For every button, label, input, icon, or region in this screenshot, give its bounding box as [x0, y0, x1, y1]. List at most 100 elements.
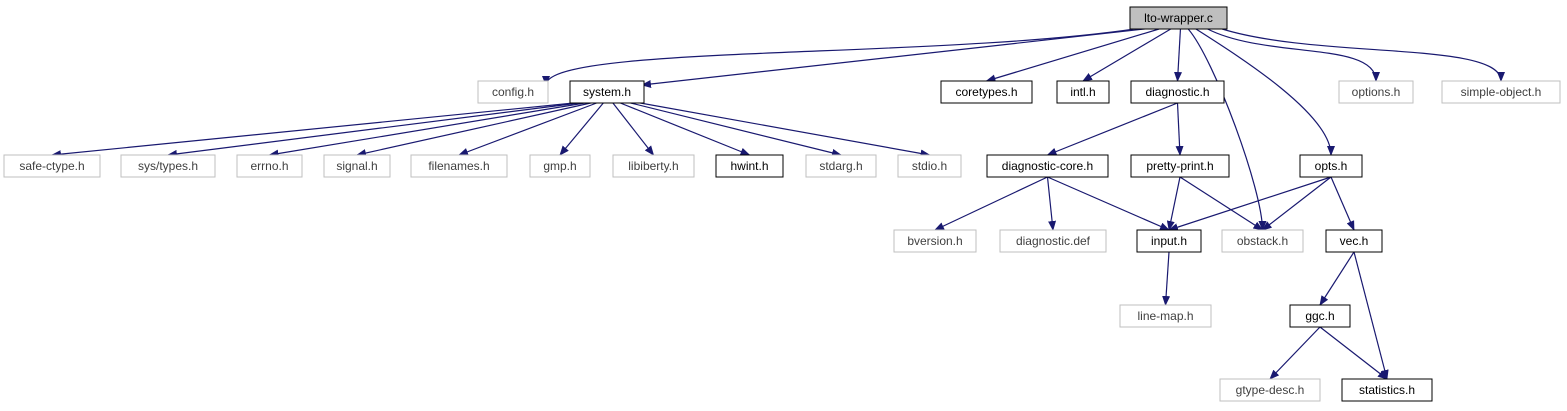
edge-opts-h-to-obstack-h: [1261, 176, 1332, 231]
nodes-layer: lto-wrapper.c config.h system.h coretypes.h…: [3, 6, 1561, 402]
node-system-h[interactable]: system.h: [569, 80, 645, 104]
node-label-ggc-h: ggc.h: [1305, 309, 1334, 323]
node-box-system-h: [569, 80, 645, 104]
node-ggc-h[interactable]: ggc.h: [1289, 304, 1351, 328]
node-box-input-h: [1136, 229, 1202, 253]
edge-system-h-to-filenames-h: [458, 102, 597, 156]
edge-system-h-to-gmp-h: [559, 102, 604, 156]
node-filenames-h: filenames.h: [410, 154, 508, 178]
node-box-stdio-h: [897, 154, 962, 178]
edge-lto-wrapper-c-to-options-h: [1207, 28, 1380, 82]
node-label-coretypes-h: coretypes.h: [955, 85, 1017, 99]
edges-layer: [51, 28, 1505, 380]
node-vec-h[interactable]: vec.h: [1325, 229, 1383, 253]
edge-system-h-to-hwint-h: [620, 102, 751, 156]
edge-system-h-to-stdio-h: [640, 102, 931, 158]
node-statistics-h[interactable]: statistics.h: [1341, 378, 1433, 402]
edge-lto-wrapper-c-to-system-h: [641, 28, 1145, 88]
edge-diagnostic-core-h-to-input-h: [1047, 176, 1170, 231]
node-box-ggc-h: [1289, 304, 1351, 328]
node-diagnostic-def: diagnostic.def: [999, 229, 1107, 253]
edge-ggc-h-to-statistics-h: [1319, 326, 1388, 380]
node-box-libiberty-h: [612, 154, 695, 178]
node-errno-h: errno.h: [236, 154, 303, 178]
node-box-obstack-h: [1221, 229, 1304, 253]
node-label-options-h: options.h: [1352, 85, 1401, 99]
node-box-lto-wrapper-c: [1129, 6, 1228, 30]
node-input-h[interactable]: input.h: [1136, 229, 1202, 253]
node-box-errno-h: [236, 154, 303, 178]
edge-lto-wrapper-c-to-config-h: [542, 28, 1135, 86]
node-label-signal-h: signal.h: [336, 159, 377, 173]
node-label-pretty-print-h: pretty-print.h: [1146, 159, 1213, 173]
node-opts-h[interactable]: opts.h: [1299, 154, 1363, 178]
node-box-intl-h: [1056, 80, 1110, 104]
edge-diagnostic-h-to-pretty-print-h: [1175, 102, 1184, 156]
node-label-statistics-h: statistics.h: [1359, 383, 1415, 397]
edge-input-h-to-line-map-h: [1162, 251, 1171, 306]
node-label-safe-ctype-h: safe-ctype.h: [19, 159, 84, 173]
node-intl-h[interactable]: intl.h: [1056, 80, 1110, 104]
node-box-gtype-desc-h: [1219, 378, 1321, 402]
node-box-diagnostic-h: [1130, 80, 1225, 104]
node-gtype-desc-h: gtype-desc.h: [1219, 378, 1321, 402]
node-label-input-h: input.h: [1151, 234, 1187, 248]
node-label-config-h: config.h: [492, 85, 534, 99]
node-label-gmp-h: gmp.h: [543, 159, 576, 173]
node-label-diagnostic-def: diagnostic.def: [1016, 234, 1091, 248]
node-box-hwint-h: [715, 154, 784, 178]
node-box-vec-h: [1325, 229, 1383, 253]
edge-system-h-to-stdarg-h: [630, 102, 842, 157]
node-line-map-h: line-map.h: [1119, 304, 1212, 328]
edge-system-h-to-signal-h: [356, 102, 591, 157]
node-box-sys-types-h: [120, 154, 216, 178]
edge-diagnostic-core-h-to-bversion-h: [934, 176, 1048, 231]
node-options-h: options.h: [1338, 80, 1414, 104]
node-box-simple-object-h: [1441, 80, 1561, 104]
node-diagnostic-core-h[interactable]: diagnostic-core.h: [986, 154, 1109, 178]
edge-ggc-h-to-gtype-desc-h: [1269, 326, 1321, 380]
node-pretty-print-h[interactable]: pretty-print.h: [1130, 154, 1230, 178]
node-simple-object-h: simple-object.h: [1441, 80, 1561, 104]
node-box-coretypes-h: [940, 80, 1033, 104]
node-obstack-h: obstack.h: [1221, 229, 1304, 253]
node-label-opts-h: opts.h: [1315, 159, 1348, 173]
node-label-vec-h: vec.h: [1340, 234, 1369, 248]
edge-opts-h-to-input-h: [1168, 176, 1332, 232]
edge-system-h-to-safe-ctype-h: [51, 102, 574, 159]
edge-lto-wrapper-c-to-obstack-h: [1187, 28, 1267, 231]
node-libiberty-h: libiberty.h: [612, 154, 695, 178]
node-safe-ctype-h: safe-ctype.h: [3, 154, 101, 178]
node-stdio-h: stdio.h: [897, 154, 962, 178]
edge-system-h-to-errno-h: [268, 102, 585, 158]
node-label-stdarg-h: stdarg.h: [819, 159, 862, 173]
node-box-config-h: [477, 80, 549, 104]
node-box-stdarg-h: [805, 154, 877, 178]
node-lto-wrapper-c[interactable]: lto-wrapper.c: [1129, 6, 1228, 30]
node-label-intl-h: intl.h: [1070, 85, 1095, 99]
node-box-filenames-h: [410, 154, 508, 178]
node-sys-types-h: sys/types.h: [120, 154, 216, 178]
node-hwint-h[interactable]: hwint.h: [715, 154, 784, 178]
node-box-opts-h: [1299, 154, 1363, 178]
node-label-libiberty-h: libiberty.h: [628, 159, 678, 173]
node-diagnostic-h[interactable]: diagnostic.h: [1130, 80, 1225, 104]
node-config-h: config.h: [477, 80, 549, 104]
node-label-diagnostic-core-h: diagnostic-core.h: [1002, 159, 1093, 173]
node-box-diagnostic-core-h: [986, 154, 1109, 178]
node-label-sys-types-h: sys/types.h: [138, 159, 198, 173]
node-box-line-map-h: [1119, 304, 1212, 328]
node-label-gtype-desc-h: gtype-desc.h: [1236, 383, 1305, 397]
node-label-filenames-h: filenames.h: [428, 159, 489, 173]
edge-diagnostic-h-to-diagnostic-core-h: [1046, 102, 1178, 156]
node-coretypes-h[interactable]: coretypes.h: [940, 80, 1033, 104]
edge-lto-wrapper-c-to-simple-object-h: [1221, 28, 1505, 82]
edge-pretty-print-h-to-obstack-h: [1179, 176, 1264, 231]
edge-lto-wrapper-c-to-opts-h: [1195, 28, 1335, 156]
node-label-stdio-h: stdio.h: [912, 159, 947, 173]
node-signal-h: signal.h: [323, 154, 391, 178]
edge-lto-wrapper-c-to-diagnostic-h: [1174, 28, 1183, 82]
node-label-lto-wrapper-c: lto-wrapper.c: [1144, 11, 1213, 25]
node-box-signal-h: [323, 154, 391, 178]
